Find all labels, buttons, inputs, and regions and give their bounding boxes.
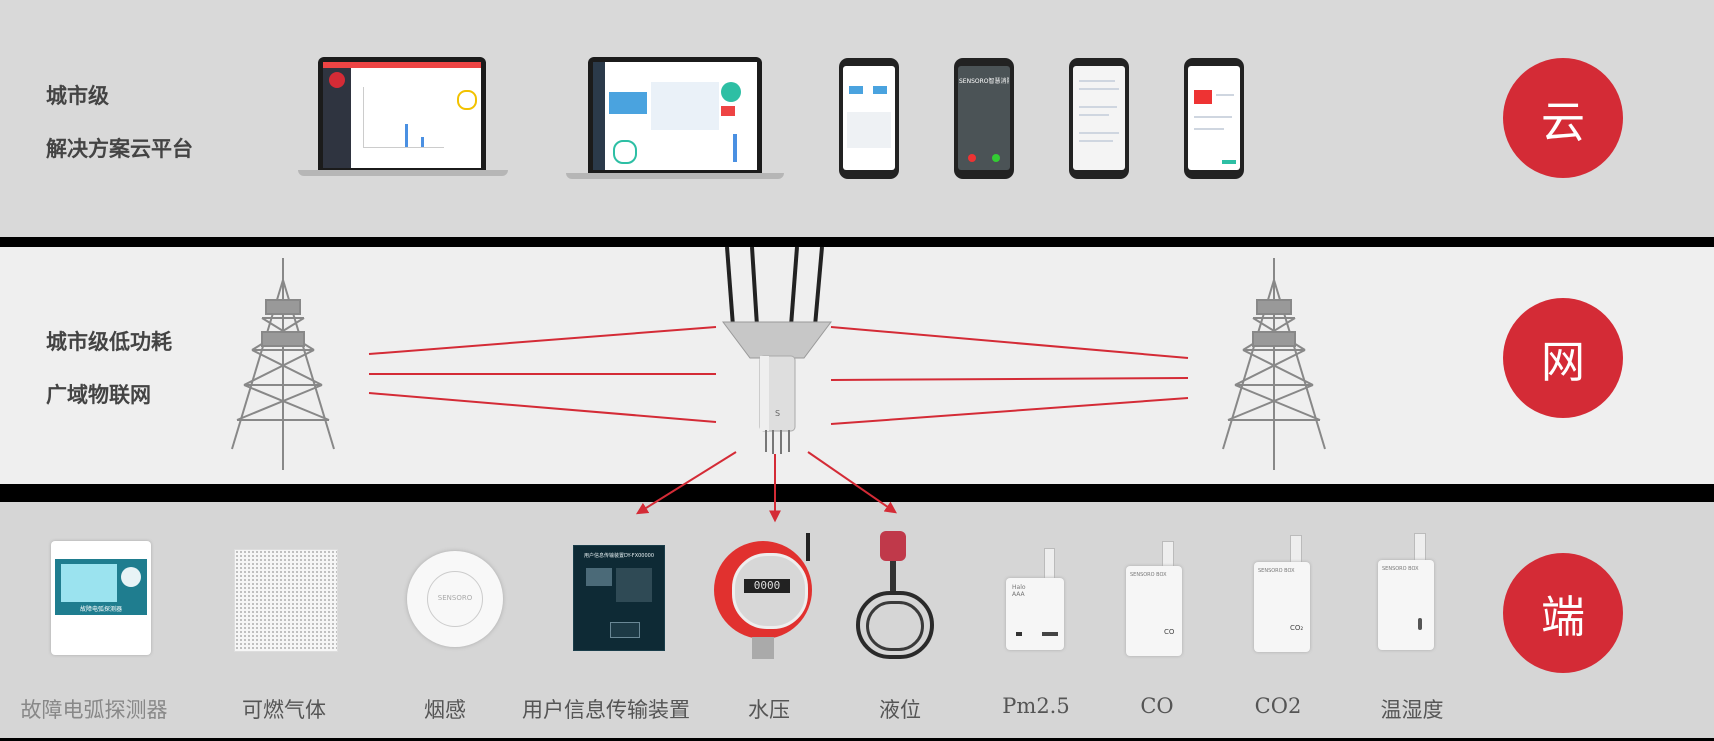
temp-humidity-sensor-device: SENSORO BOX <box>1378 533 1434 651</box>
phone-alert-screen <box>1184 58 1244 179</box>
wireless-links <box>368 326 1189 425</box>
pressure-display: 0000 <box>744 579 790 593</box>
transmitter-title: 用户信息传输装置DY-FX00000 <box>583 553 655 559</box>
cloud-tier-title: 城市级 <box>46 84 109 108</box>
co-sensor-device: SENSORO BOX CO <box>1126 541 1182 657</box>
co-box-brand: SENSORO BOX <box>1130 572 1167 578</box>
network-tier-title: 城市级低功耗 <box>46 330 172 354</box>
call-title: SENSORO智慧消防 <box>959 78 1009 85</box>
network-tier-subtitle: 广域物联网 <box>46 383 151 407</box>
gateway-brand: S <box>774 409 781 418</box>
pm-tag: Halo AAA <box>1012 584 1026 598</box>
co-symbol: CO <box>1164 628 1175 636</box>
water-pressure-gauge-device: 0000 <box>714 533 814 663</box>
phone-call-screen: SENSORO智慧消防 <box>954 58 1014 179</box>
pm25-sensor-device: Halo AAA <box>1006 548 1064 651</box>
device-label-co: CO <box>1140 694 1174 718</box>
gateway-device-icon <box>722 246 832 454</box>
device-label-transmitter: 用户信息传输装置 <box>522 698 690 722</box>
accept-call-icon <box>992 154 1000 162</box>
co2-box-brand: SENSORO BOX <box>1258 568 1295 574</box>
thermometer-icon <box>1418 618 1422 630</box>
device-label-level: 液位 <box>879 698 921 722</box>
laptop-dashboard-2 <box>566 57 784 181</box>
smoke-brand: SENSORO <box>437 594 473 602</box>
network-badge: 网 <box>1503 298 1623 418</box>
device-label-humidity: 温湿度 <box>1380 698 1444 722</box>
arc-fault-detector-device: 故障电弧探测器 <box>51 541 151 655</box>
smoke-detector-device: SENSORO <box>407 551 503 647</box>
arc-panel-text: 故障电弧探测器 <box>79 606 122 613</box>
left-tower-icon <box>231 258 335 470</box>
device-label-smoke: 烟感 <box>424 698 466 722</box>
device-label-co2: CO2 <box>1254 694 1302 718</box>
phone-chat-screen <box>1069 58 1129 179</box>
device-arrows <box>635 451 897 523</box>
cloud-tier-subtitle: 解决方案云平台 <box>46 137 193 161</box>
decline-call-icon <box>968 154 976 162</box>
th-box-brand: SENSORO BOX <box>1382 566 1419 572</box>
liquid-level-sensor-device <box>852 531 942 665</box>
co2-symbol: CO₂ <box>1290 624 1304 632</box>
device-label-pm25: Pm2.5 <box>1002 694 1070 718</box>
phone-map-screen <box>839 58 899 179</box>
right-tower-icon <box>1222 258 1326 470</box>
device-label-pressure: 水压 <box>748 698 790 722</box>
co2-sensor-device: SENSORO BOX CO₂ <box>1254 535 1310 653</box>
endpoint-badge: 端 <box>1503 553 1623 673</box>
device-label-arc: 故障电弧探测器 <box>20 698 168 722</box>
device-label-gas: 可燃气体 <box>242 698 326 722</box>
gas-detector-device <box>234 549 338 652</box>
cloud-badge: 云 <box>1503 58 1623 178</box>
laptop-dashboard-1 <box>298 57 508 177</box>
user-info-transmitter-device: 用户信息传输装置DY-FX00000 <box>573 545 665 651</box>
